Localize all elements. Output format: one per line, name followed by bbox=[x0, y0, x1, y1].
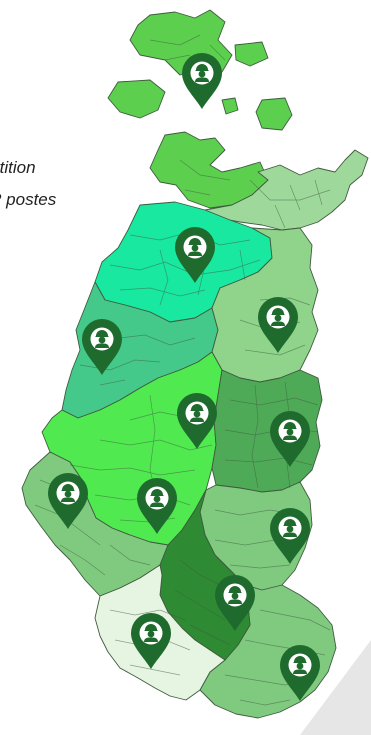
location-pin[interactable] bbox=[270, 411, 310, 467]
location-pin[interactable] bbox=[137, 478, 177, 534]
worker-icon bbox=[195, 64, 209, 82]
caption-line-2: 2 postes bbox=[0, 190, 57, 209]
location-pin[interactable] bbox=[131, 613, 171, 669]
worker-icon bbox=[61, 484, 75, 502]
map-region bbox=[204, 149, 369, 231]
worker-icon bbox=[95, 330, 109, 348]
worker-icon bbox=[190, 404, 204, 422]
map-caption: rtition 2 postes bbox=[0, 152, 120, 216]
location-pin[interactable] bbox=[280, 645, 320, 701]
worker-icon bbox=[188, 238, 202, 256]
pins-layer bbox=[48, 53, 320, 701]
location-pin[interactable] bbox=[177, 393, 217, 449]
worker-icon bbox=[144, 624, 158, 642]
worker-icon bbox=[283, 422, 297, 440]
worker-icon bbox=[293, 656, 307, 674]
location-pin[interactable] bbox=[182, 53, 222, 109]
location-pin[interactable] bbox=[258, 297, 298, 353]
location-pin[interactable] bbox=[215, 575, 255, 631]
caption-line-1: rtition bbox=[0, 158, 36, 177]
worker-icon bbox=[228, 586, 242, 604]
map-regions bbox=[21, 9, 369, 719]
worker-icon bbox=[283, 519, 297, 537]
location-pin[interactable] bbox=[270, 508, 310, 564]
worker-icon bbox=[150, 489, 164, 507]
map-region bbox=[107, 9, 293, 209]
location-pin[interactable] bbox=[82, 319, 122, 375]
location-pin[interactable] bbox=[48, 473, 88, 529]
worker-icon bbox=[271, 308, 285, 326]
location-pin[interactable] bbox=[175, 227, 215, 283]
